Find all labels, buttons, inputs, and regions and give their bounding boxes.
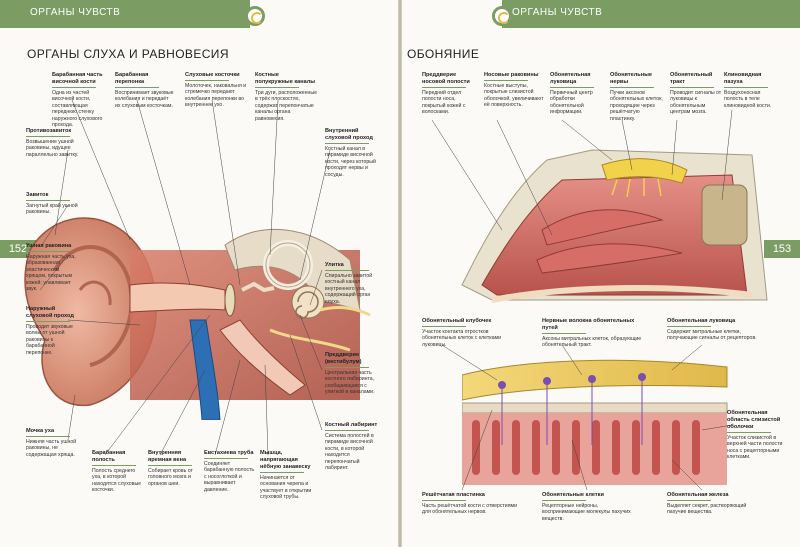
ear-leader-lines: [39, 99, 331, 456]
left-section-title: ОРГАНЫ СЛУХА И РАВНОВЕСИЯ: [27, 47, 229, 61]
right-header-bar: ОРГАНЫ ЧУВСТВ: [502, 0, 800, 28]
book-gutter: [398, 0, 402, 547]
left-header-bar: ОРГАНЫ ЧУВСТВ: [0, 0, 250, 28]
right-page: ОРГАНЫ ЧУВСТВ ОБОНЯНИЕ 153: [402, 0, 800, 547]
left-page-number: 152: [0, 240, 36, 258]
left-header-text: ОРГАНЫ ЧУВСТВ: [30, 7, 121, 18]
chapter-badge-icon: [492, 6, 512, 26]
nose-leader-lines: [431, 109, 733, 491]
right-header-text: ОРГАНЫ ЧУВСТВ: [512, 7, 603, 18]
ear-label-vestibule: Преддверие (вестибулум)Центральная часть…: [325, 352, 375, 396]
nasal-cavity-illustration: [461, 149, 768, 303]
right-section-title: ОБОНЯНИЕ: [407, 47, 480, 61]
left-page: ОРГАНЫ ЧУВСТВ ОРГАНЫ СЛУХА И РАВНОВЕСИЯ …: [0, 0, 398, 547]
olfactory-epithelium-illustration: [462, 359, 728, 485]
right-page-number: 153: [764, 240, 800, 258]
chapter-badge-icon: [245, 6, 265, 26]
